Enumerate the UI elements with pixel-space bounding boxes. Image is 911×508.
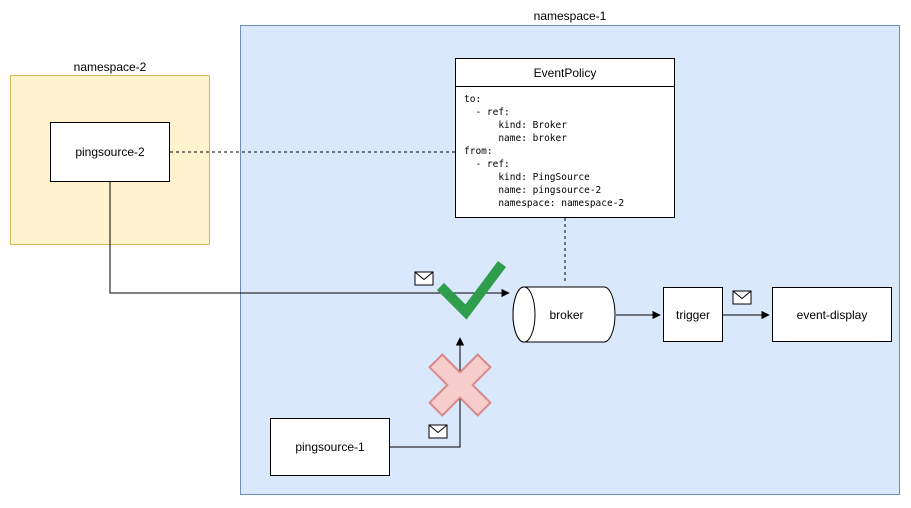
node-label: pingsource-1 [295, 440, 365, 454]
node-label: trigger [675, 307, 710, 322]
broker-label: broker [549, 307, 584, 322]
envelope-icon [732, 290, 752, 305]
node-pingsource-2: pingsource-2 [50, 122, 170, 182]
check-icon [436, 261, 506, 320]
broker-cylinder-cap [512, 286, 536, 343]
node-event-display: event-display [772, 287, 892, 342]
connector-pingsource2-to-broker [109, 182, 510, 298]
broker-cylinder [512, 286, 616, 343]
node-event-policy: EventPolicy to: - ref: kind: Broker name… [455, 58, 675, 218]
node-label: event-display [796, 307, 868, 322]
namespace1-label: namespace-1 [533, 9, 607, 23]
node-trigger: trigger [663, 287, 723, 342]
envelope-icon [428, 424, 448, 439]
event-policy-title: EventPolicy [456, 59, 674, 87]
namespace2-label: namespace-2 [73, 60, 147, 74]
event-policy-yaml: to: - ref: kind: Broker name: broker fro… [464, 94, 625, 209]
namespace1-container [240, 25, 900, 495]
node-label: pingsource-2 [75, 145, 145, 159]
envelope-icon [414, 271, 434, 286]
cross-icon [428, 353, 492, 417]
node-pingsource-1: pingsource-1 [270, 418, 390, 476]
